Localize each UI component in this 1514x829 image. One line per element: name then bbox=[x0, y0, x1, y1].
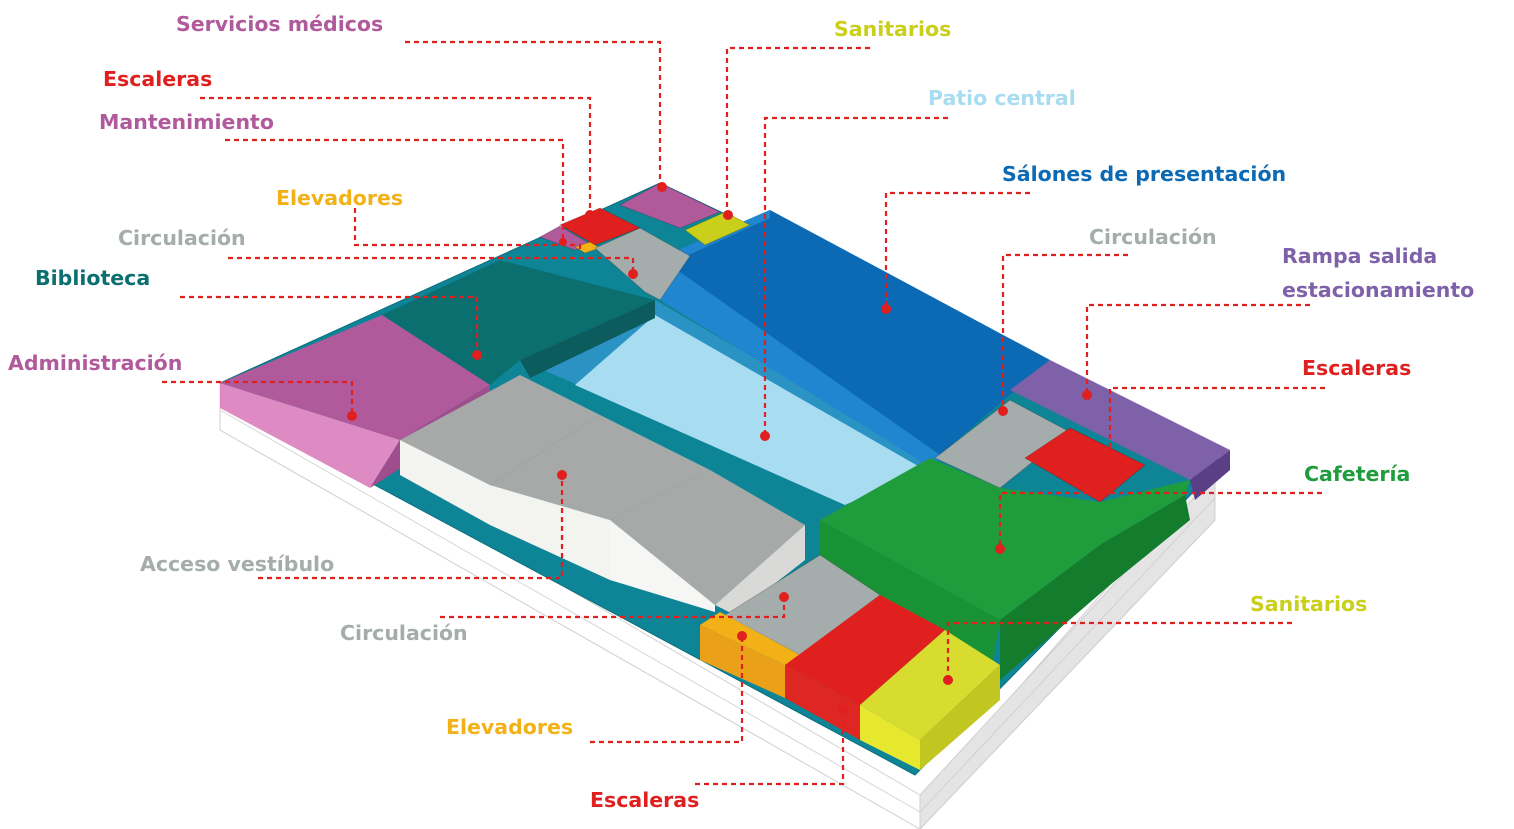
leader-sanitarios-bottom bbox=[946, 621, 1292, 678]
leader-escaleras-top bbox=[200, 96, 592, 214]
labels: Servicios médicos Sanitarios Escaleras P… bbox=[8, 12, 1474, 812]
label-escaleras-right: Escaleras bbox=[1302, 356, 1411, 380]
leader-administracion bbox=[162, 380, 354, 415]
label-salones: Sálones de presentación bbox=[1002, 162, 1286, 186]
leader-sanitarios-top bbox=[725, 46, 870, 214]
dot-cafeteria bbox=[995, 544, 1005, 554]
label-escaleras-top: Escaleras bbox=[103, 67, 212, 91]
leader-biblioteca bbox=[180, 295, 479, 354]
leader-circulacion-right bbox=[1001, 253, 1128, 409]
patio-central-block bbox=[520, 300, 930, 505]
elevadores-bottom-block bbox=[700, 612, 800, 698]
dot-biblioteca bbox=[472, 350, 482, 360]
dot-acceso bbox=[557, 470, 567, 480]
dot-sanitarios-bottom bbox=[943, 675, 953, 685]
label-patio-central: Patio central bbox=[928, 86, 1076, 110]
leader-servicios-medicos bbox=[405, 40, 662, 186]
dot-administracion bbox=[347, 411, 357, 421]
label-elevadores-bottom: Elevadores bbox=[446, 715, 573, 739]
label-sanitarios-top: Sanitarios bbox=[834, 17, 951, 41]
leader-circulacion-bottom bbox=[440, 598, 786, 619]
escaleras-bottom-block bbox=[785, 595, 945, 740]
dot-elevadores-bottom bbox=[737, 631, 747, 641]
label-sanitarios-bottom: Sanitarios bbox=[1250, 592, 1367, 616]
biblioteca-block bbox=[382, 260, 655, 385]
dot-circulacion-top bbox=[628, 269, 638, 279]
dot-circulacion-bottom bbox=[779, 592, 789, 602]
label-escaleras-bottom: Escaleras bbox=[590, 788, 699, 812]
label-administracion: Administración bbox=[8, 351, 182, 375]
sanitarios-top-block bbox=[684, 211, 752, 246]
leader-rampa bbox=[1085, 303, 1310, 393]
leader-circulacion-left bbox=[228, 256, 635, 272]
label-mantenimiento: Mantenimiento bbox=[99, 110, 274, 134]
dot-rampa bbox=[1082, 390, 1092, 400]
dot-escaleras-top bbox=[585, 210, 595, 220]
leader-elevadores-top bbox=[353, 208, 582, 250]
dot-servicios-medicos bbox=[657, 182, 667, 192]
acceso-vestibulo-blocks bbox=[400, 375, 805, 615]
circulacion-top-block bbox=[594, 227, 691, 301]
sanitarios-bottom-block bbox=[860, 630, 1000, 770]
label-rampa-line1: Rampa salida bbox=[1282, 244, 1437, 268]
leader-patio-central bbox=[763, 116, 948, 434]
label-circulacion-bottom: Circulación bbox=[340, 621, 468, 645]
label-servicios-medicos: Servicios médicos bbox=[176, 12, 383, 36]
dot-escaleras-bottom bbox=[838, 705, 848, 715]
label-elevadores-top: Elevadores bbox=[276, 186, 403, 210]
servicios-medicos-block bbox=[618, 182, 722, 229]
leader-mantenimiento bbox=[225, 138, 565, 242]
label-circulacion-right: Circulación bbox=[1089, 225, 1217, 249]
label-rampa-line2: estacionamiento bbox=[1282, 278, 1474, 302]
dot-escaleras-right bbox=[1105, 450, 1115, 460]
leader-escaleras-bottom bbox=[695, 712, 845, 786]
dot-patio-central bbox=[760, 431, 770, 441]
label-cafeteria: Cafetería bbox=[1304, 462, 1410, 486]
dot-circulacion-right bbox=[998, 406, 1008, 416]
label-acceso: Acceso vestíbulo bbox=[140, 552, 334, 576]
escaleras-right-block bbox=[1024, 427, 1146, 503]
rampa-block bbox=[1010, 360, 1230, 500]
dot-salones bbox=[881, 304, 891, 314]
label-biblioteca: Biblioteca bbox=[35, 266, 150, 290]
label-circulacion-left: Circulación bbox=[118, 226, 246, 250]
leader-salones bbox=[884, 191, 1030, 307]
leader-acceso bbox=[258, 476, 564, 580]
dot-sanitarios-top bbox=[723, 210, 733, 220]
leader-lines bbox=[162, 40, 1325, 786]
